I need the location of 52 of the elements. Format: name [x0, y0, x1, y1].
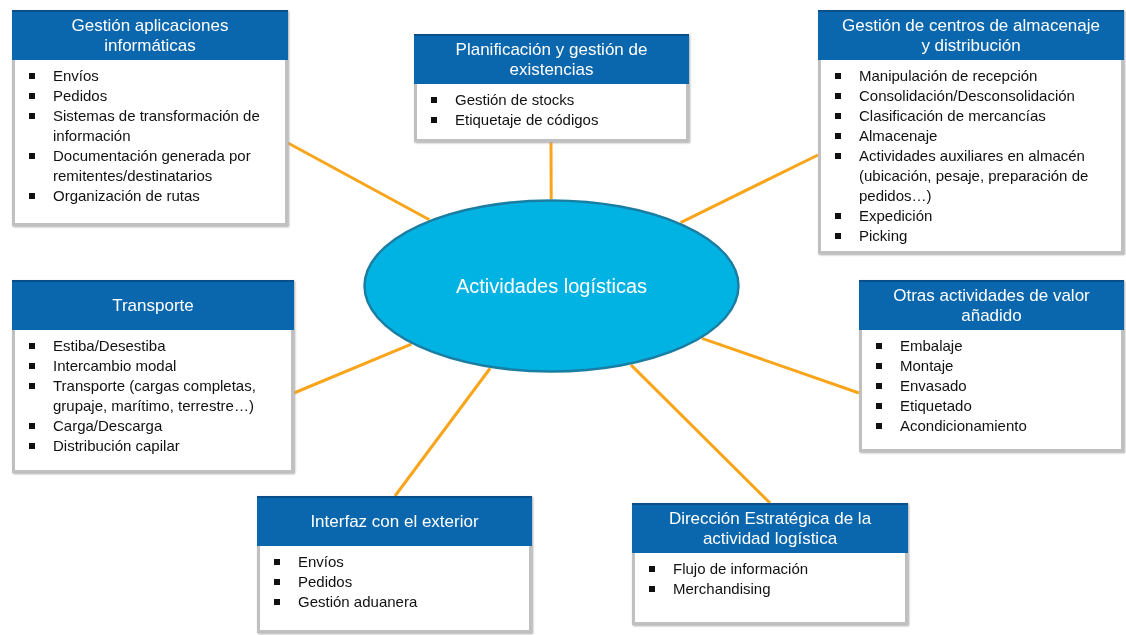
list-item: Expedición — [859, 207, 933, 224]
list-item: Envíos — [53, 67, 99, 84]
list-item: Almacenaje — [859, 127, 938, 144]
list-item: Acondicionamiento — [900, 417, 1027, 434]
list-item: Gestión aduanera — [298, 593, 418, 610]
list-item: Intercambio modal — [53, 357, 177, 374]
list-item: Montaje — [900, 357, 954, 374]
list-item: Pedidos — [53, 87, 108, 104]
list-item: Flujo de información — [673, 560, 809, 577]
list-item: Picking — [859, 227, 908, 244]
list-item: Etiquetaje de códigos — [455, 111, 599, 128]
connector-line — [287, 141, 431, 222]
list-item: Consolidación/Desconsolidación — [859, 87, 1075, 104]
list-item: Merchandising — [673, 580, 771, 597]
list-item: Envasado — [900, 377, 967, 394]
card-header: Dirección Estratégica de la actividad logística — [632, 503, 908, 553]
list-item: Clasificación de mercancías — [859, 107, 1046, 124]
activity-card — [12, 280, 294, 473]
central-ellipse — [363, 199, 740, 373]
connector-line — [679, 153, 819, 224]
activity-card — [12, 10, 288, 226]
card-header: Transporte — [12, 280, 294, 330]
list-item: Transporte (cargas completas, grupaje, marítimo, terrestre…) — [53, 377, 256, 414]
list-item: Organización de rutas — [53, 187, 200, 204]
list-item: Carga/Descarga — [53, 417, 163, 434]
list-item: Envíos — [298, 553, 344, 570]
list-item: Gestión de stocks — [455, 91, 575, 108]
node-title: Actividades logísticas — [454, 274, 649, 298]
list-item: Embalaje — [900, 337, 963, 354]
list-item: Sistemas de transformación de información — [53, 107, 260, 144]
card-header: Gestión de centros de almacenaje y distribución — [818, 10, 1124, 60]
list-item: Distribución capilar — [53, 437, 180, 454]
list-item: Etiquetado — [900, 397, 972, 414]
activity-card — [257, 496, 532, 633]
connector-line — [701, 336, 860, 395]
connector-line — [393, 367, 492, 497]
card-header: Gestión aplicaciones informáticas — [12, 10, 288, 60]
connector-line — [629, 363, 772, 505]
card-header: Otras actividades de valor añadido — [859, 280, 1124, 330]
connector-line — [293, 342, 412, 395]
activity-card — [859, 280, 1124, 452]
activity-card — [818, 10, 1124, 254]
card-header: Interfaz con el exterior — [257, 496, 532, 546]
connector-line — [549, 142, 553, 199]
list-item: Estiba/Desestiba — [53, 337, 166, 354]
activity-card — [632, 503, 908, 625]
list-item: Manipulación de recepción — [859, 67, 1038, 84]
list-item: Pedidos — [298, 573, 353, 590]
activity-card — [414, 34, 689, 142]
list-item: Documentación generada por remitentes/destinatarios — [53, 147, 251, 184]
card-header: Planificación y gestión de existencias — [414, 34, 689, 84]
list-item: Actividades auxiliares en almacén (ubicación, pesaje, preparación de pedidos…) — [859, 147, 1089, 204]
